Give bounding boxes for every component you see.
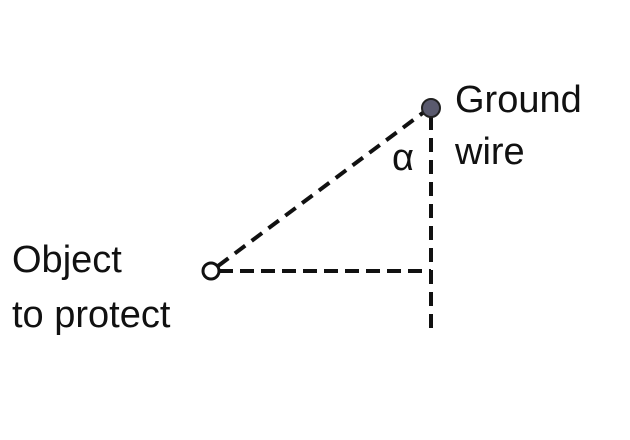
object-label-line1: Object bbox=[12, 239, 122, 281]
object-label-line2: to protect bbox=[12, 294, 171, 336]
diagonal-dashed-line bbox=[216, 110, 426, 268]
object-point bbox=[201, 261, 221, 281]
ground-wire-point bbox=[421, 98, 441, 118]
ground-wire-label-line1: Ground bbox=[455, 79, 582, 121]
angle-label: α bbox=[392, 137, 414, 179]
ground-wire-label-line2: wire bbox=[454, 131, 525, 173]
